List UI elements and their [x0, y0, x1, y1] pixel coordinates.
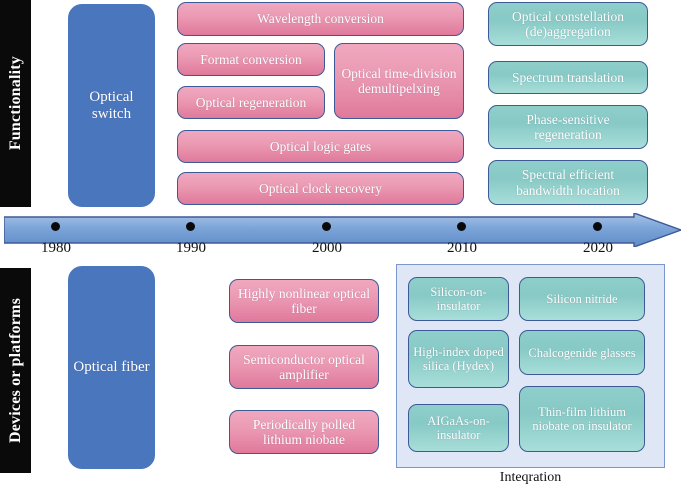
- node-label-periodically-polled-lithium-niobate: Periodically polled lithium niobate: [252, 416, 356, 447]
- timeline-label-1990-text: 1990: [176, 240, 206, 256]
- category-bar-functionality: Functionality: [0, 0, 31, 207]
- node-label-silicon-nitride: Silicon nitride: [546, 292, 618, 306]
- node-optical-time-division-demultipelxing: Optical time-division demultipelxing: [334, 43, 464, 119]
- node-phase-sensitive-regeneration: Phase-sensitive regeneration: [488, 105, 648, 149]
- timeline-label-1980: 1980: [26, 240, 86, 257]
- node-label-silicon-on-insulator: Silicon-on-insulator: [430, 285, 487, 313]
- node-optical-regeneration: Optical regeneration: [177, 86, 325, 119]
- node-chalcogenide-glasses: Chalcogenide glasses: [519, 330, 645, 375]
- timeline-label-2000: 2000: [297, 240, 357, 257]
- timeline-label-2020-text: 2020: [583, 240, 613, 256]
- timeline-label-2010-text: 2010: [447, 240, 477, 256]
- node-label-semiconductor-optical-amplifier: Semiconductor optical amplifier: [243, 351, 365, 382]
- node-label-optical-regeneration: Optical regeneration: [195, 94, 307, 110]
- node-silicon-nitride: Silicon nitride: [519, 277, 645, 321]
- node-label-algaas-on-insulator: AIGaAs-on-insulator: [427, 414, 490, 442]
- node-label-optical-constellation: Optical constellation (de)aggregation: [511, 8, 625, 39]
- timeline-label-2010: 2010: [432, 240, 492, 257]
- node-high-index-doped-silica-hydex: High-index doped silica (Hydex): [408, 330, 509, 388]
- node-label-optical-clock-recovery: Optical clock recovery: [259, 180, 382, 196]
- node-optical-constellation-deaggregation: Optical constellation (de)aggregation: [488, 2, 648, 46]
- category-bar-devices-or-platforms: Devices or platforms: [0, 268, 31, 473]
- integration-caption-text: Inteqration: [499, 470, 562, 485]
- node-label-format-conversion: Format conversion: [200, 51, 302, 67]
- node-algaas-on-insulator: AIGaAs-on-insulator: [408, 404, 509, 452]
- node-label-optical-fiber: Optical fiber: [73, 359, 150, 376]
- node-label-optical-logic-gates: Optical logic gates: [269, 138, 372, 154]
- node-label-spectrum-translation: Spectrum translation: [511, 69, 625, 85]
- timeline-label-2020: 2020: [568, 240, 628, 257]
- integration-caption: Inteqration: [396, 470, 665, 486]
- timeline-dot-1980: [51, 222, 60, 231]
- node-label-spectral-efficient-bandwidth: Spectral efficient bandwidth location: [516, 167, 620, 198]
- node-label-thin-film-lithium-niobate: Thin-film lithium niobate on insulator: [532, 405, 632, 433]
- node-label-optical-switch: Optical switch: [89, 88, 134, 122]
- node-periodically-polled-lithium-niobate: Periodically polled lithium niobate: [229, 410, 379, 454]
- node-wavelength-conversion: Wavelength conversion: [177, 2, 464, 36]
- timeline-dot-2000: [322, 222, 331, 231]
- timeline-dot-2010: [457, 222, 466, 231]
- node-thin-film-lithium-niobate-on-insulator: Thin-film lithium niobate on insulator: [519, 386, 645, 452]
- node-spectrum-translation: Spectrum translation: [488, 61, 648, 94]
- timeline-label-1980-text: 1980: [41, 240, 71, 256]
- category-label-devices-or-platforms: Devices or platforms: [6, 298, 24, 443]
- timeline-label-2000-text: 2000: [312, 240, 342, 256]
- node-label-highly-nonlinear-optical-fiber: Highly nonlinear optical fiber: [238, 285, 370, 316]
- node-spectral-efficient-bandwidth-location: Spectral efficient bandwidth location: [488, 160, 648, 205]
- timeline-dot-1990: [186, 222, 195, 231]
- node-optical-switch: Optical switch: [68, 4, 155, 207]
- node-label-wavelength-conversion: Wavelength conversion: [257, 11, 384, 27]
- category-label-functionality: Functionality: [6, 56, 24, 151]
- node-format-conversion: Format conversion: [177, 43, 325, 76]
- timeline-label-1990: 1990: [161, 240, 221, 257]
- timeline-arrow: [4, 213, 681, 247]
- timeline-dot-2020: [593, 222, 602, 231]
- arrow-shape: [4, 213, 681, 247]
- node-optical-logic-gates: Optical logic gates: [177, 130, 464, 163]
- node-label-phase-sensitive-regeneration: Phase-sensitive regeneration: [526, 111, 610, 142]
- node-label-high-index-doped-silica: High-index doped silica (Hydex): [413, 345, 504, 373]
- node-label-otdm: Optical time-division demultipelxing: [341, 65, 457, 96]
- node-highly-nonlinear-optical-fiber: Highly nonlinear optical fiber: [229, 279, 379, 323]
- node-label-chalcogenide-glasses: Chalcogenide glasses: [528, 345, 636, 360]
- node-semiconductor-optical-amplifier: Semiconductor optical amplifier: [229, 345, 379, 389]
- node-optical-clock-recovery: Optical clock recovery: [177, 172, 464, 205]
- node-optical-fiber: Optical fiber: [68, 266, 155, 469]
- node-silicon-on-insulator: Silicon-on-insulator: [408, 277, 509, 321]
